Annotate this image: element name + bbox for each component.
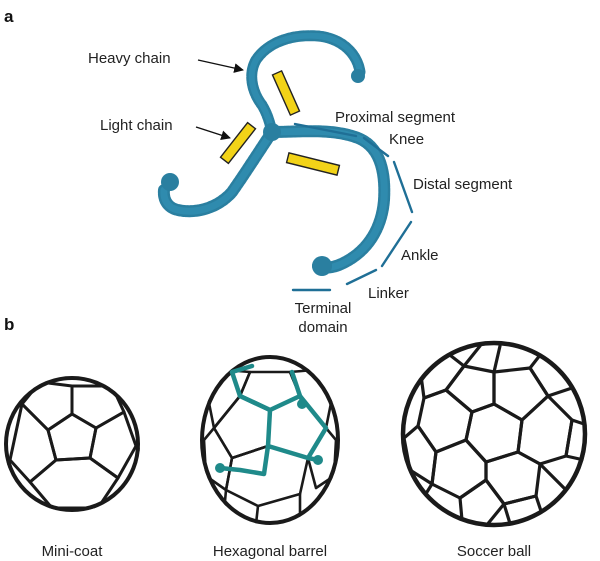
panel-b-label: b: [4, 315, 14, 334]
terminal-domain-label-line1: Terminal: [295, 300, 352, 317]
mini-coat-caption: Mini-coat: [42, 543, 104, 560]
segment-markers: [291, 122, 414, 292]
proximal-segment-label: Proximal segment: [335, 109, 456, 126]
mini-coat-cage: [4, 376, 140, 512]
distal-segment-label: Distal segment: [413, 176, 513, 193]
light-chain-label: Light chain: [100, 117, 173, 134]
hexagonal-barrel-cage: [200, 355, 340, 525]
triskelion-density-map: [157, 30, 391, 276]
terminal-domain-label-line2: domain: [298, 319, 347, 336]
soccer-ball-caption: Soccer ball: [457, 543, 531, 560]
knee-label: Knee: [389, 131, 424, 148]
heavy-chain-arrow: [197, 59, 244, 73]
panel-a-label: a: [4, 7, 14, 26]
hexagonal-barrel-caption: Hexagonal barrel: [213, 543, 327, 560]
heavy-chain-label: Heavy chain: [88, 50, 171, 67]
soccer-ball-cage: [400, 340, 588, 528]
linker-label: Linker: [368, 285, 409, 302]
light-chain-bars: [219, 69, 341, 176]
ankle-label: Ankle: [401, 247, 439, 264]
light-chain-arrow: [195, 126, 231, 140]
